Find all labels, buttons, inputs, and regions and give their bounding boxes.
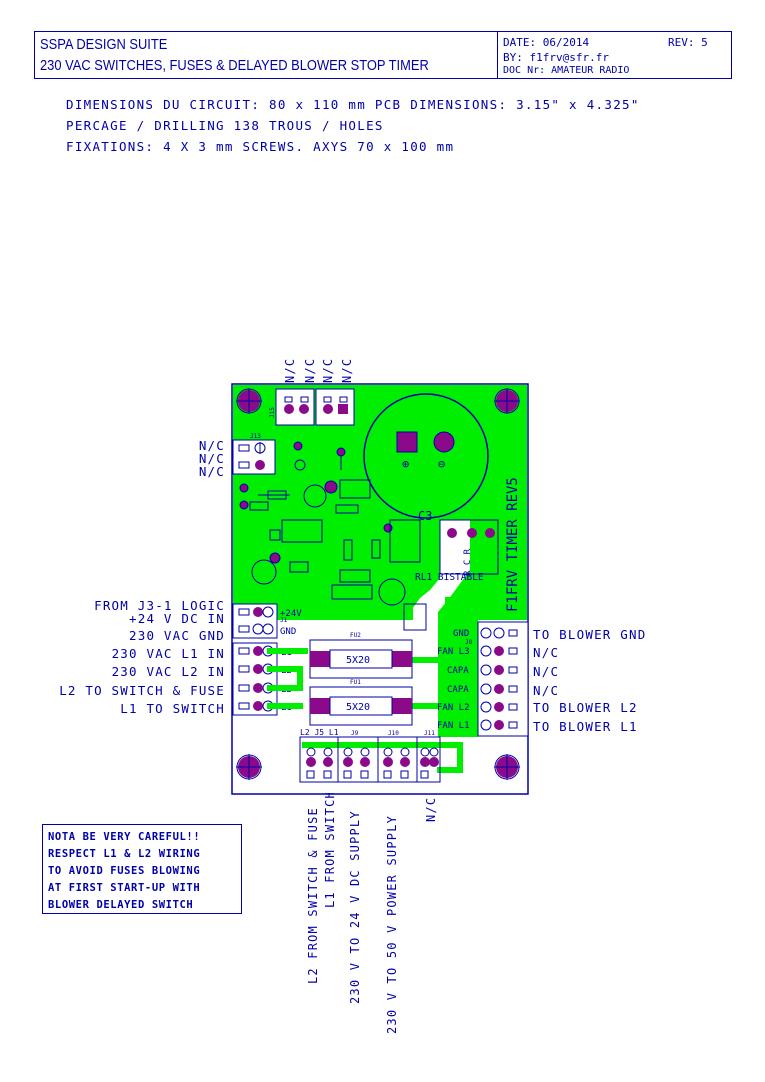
note-line-1: NOTA BE VERY CAREFUL!! [48, 831, 201, 843]
note-line-4: AT FIRST START-UP WITH [48, 882, 201, 894]
bottom-j11-label: J11 [424, 730, 435, 737]
left-label-nc-3: N/C [198, 464, 225, 479]
c3-pad-minus [433, 431, 455, 453]
author: BY: f1frv@sfr.fr [503, 51, 609, 64]
board-side-text: F1FRV TIMER REV5 [505, 477, 521, 612]
spec-dimensions: DIMENSIONS DU CIRCUIT: 80 x 110 mm PCB D… [66, 97, 640, 112]
j15-label: J15 [269, 407, 276, 418]
left-label-nc-2: N/C [198, 451, 225, 466]
right-label-blower-gnd: TO BLOWER GND [533, 627, 647, 642]
c3-minus-sign: ⊖ [438, 457, 445, 471]
connector-j13 [232, 439, 276, 475]
note-line-3: TO AVOID FUSES BLOWING [48, 865, 201, 877]
pin-24v: +24V [280, 609, 302, 619]
left-label-dc-in: +24 V DC IN [129, 611, 225, 626]
left-label-nc-1: N/C [198, 438, 225, 453]
left-label-l1-in: 230 VAC L1 IN [111, 646, 225, 661]
fuse-fu1-value: 5X20 [346, 702, 370, 713]
relay-rl1 [439, 519, 499, 575]
copper-strip [233, 600, 413, 620]
mount-hole-tl [236, 388, 262, 414]
j8-label: J8 [465, 639, 473, 646]
fuse-fu2-label: FU2 [350, 632, 361, 639]
pcb-outline [231, 383, 529, 795]
mount-hole-br [494, 754, 520, 780]
copper-traces [267, 597, 481, 773]
fuse-fu1 [309, 686, 413, 726]
doc-number: DOC Nr: AMATEUR RADIO [503, 65, 630, 76]
bottom-j10-label: J10 [388, 730, 399, 737]
bottom-l2l1-label: L2 J5 L1 [300, 728, 339, 737]
right-label-nc-3: N/C [533, 683, 560, 698]
fuse-fu1-label: FU1 [350, 679, 361, 686]
warning-note: NOTA BE VERY CAREFUL!! RESPECT L1 & L2 W… [42, 824, 242, 914]
bottom-j9-label: J9 [351, 730, 359, 737]
fuse-fu2 [309, 639, 413, 679]
left-label-l2-in: 230 VAC L2 IN [111, 664, 225, 679]
right-label-nc-1: N/C [533, 645, 560, 660]
note-line-2: RESPECT L1 & L2 WIRING [48, 848, 201, 860]
note-line-5: BLOWER DELAYED SWITCH [48, 899, 194, 911]
connector-right [477, 621, 529, 737]
right-label-blower-l2: TO BLOWER L2 [533, 700, 638, 715]
right-label-blower-l1: TO BLOWER L1 [533, 719, 638, 734]
right-pin-gnd: GND [453, 629, 469, 639]
c3-label: C3 [418, 509, 432, 523]
connector-j1 [232, 603, 278, 639]
right-pin-fanl1: FAN L1 [437, 721, 470, 731]
right-pin-capa1: CAPA [447, 666, 469, 676]
c3-plus-sign: ⊕ [402, 457, 409, 471]
spec-drilling: PERCAGE / DRILLING 138 TROUS / HOLES [66, 118, 384, 133]
left-label-l1-switch: L1 TO SWITCH [120, 701, 225, 716]
c3-pad-plus [396, 431, 418, 453]
j1-label: J1 [280, 617, 288, 624]
left-label-l2-switch: L2 TO SWITCH & FUSE [59, 683, 225, 698]
drawing-title: 230 VAC SWITCHES, FUSES & DELAYED BLOWER… [40, 57, 429, 74]
right-label-nc-2: N/C [533, 664, 560, 679]
suite-name: SSPA DESIGN SUITE [40, 36, 168, 53]
c3-outline [363, 393, 489, 519]
spec-fixations: FIXATIONS: 4 X 3 mm SCREWS. AXYS 70 x 10… [66, 139, 455, 154]
j13-label: J13 [250, 433, 261, 440]
mount-hole-tr [494, 388, 520, 414]
revision: REV: 5 [668, 36, 708, 49]
left-label-from-j3: FROM J3-1 LOGIC [94, 598, 225, 613]
relay-rcr: R C R [463, 548, 473, 576]
right-pin-fanl2: FAN L2 [437, 703, 470, 713]
title-block [34, 31, 732, 79]
right-pin-fanl3: FAN L3 [437, 647, 470, 657]
relay-label: RL1 BISTABLE [415, 572, 484, 583]
pin-gnd: GND [280, 627, 296, 637]
left-label-gnd: 230 VAC GND [129, 628, 225, 643]
title-block-divider [497, 31, 498, 79]
date: DATE: 06/2014 [503, 36, 590, 49]
component-cluster [239, 441, 427, 631]
fuse-fu2-value: 5X20 [346, 655, 370, 666]
connector-j15 [275, 388, 355, 426]
connector-bottom [299, 736, 441, 783]
right-pin-capa2: CAPA [447, 685, 469, 695]
mount-hole-bl [236, 754, 262, 780]
